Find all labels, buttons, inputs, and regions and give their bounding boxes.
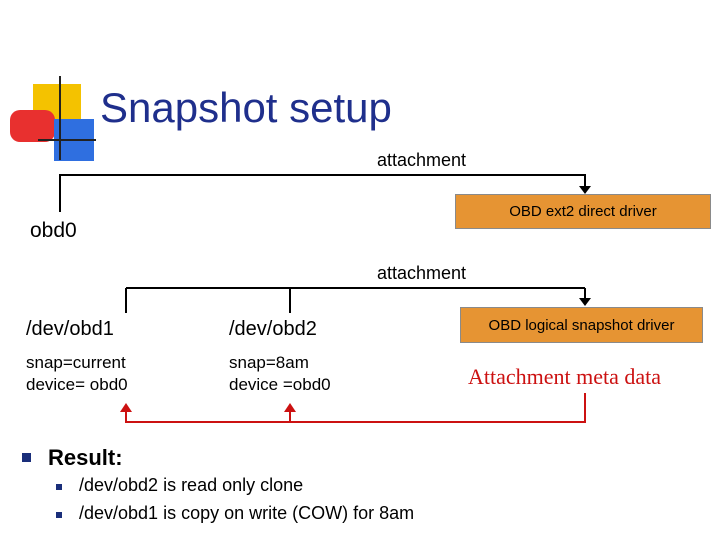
snapshot-driver-box: OBD logical snapshot driver xyxy=(460,307,703,343)
result-label: Result: xyxy=(48,445,123,470)
middle-attachment-label: attachment xyxy=(377,263,467,283)
obd2-device-line: device =obd0 xyxy=(229,375,331,394)
result-bullet-icon xyxy=(22,453,31,462)
meta-bracket-line xyxy=(125,393,586,423)
meta-arrow-obd2 xyxy=(284,403,296,412)
top-attachment-line xyxy=(59,174,586,212)
top-attachment-label: attachment xyxy=(377,150,467,170)
dev-obd1-label: /dev/obd1 xyxy=(26,318,114,340)
ext2-driver-box: OBD ext2 direct driver xyxy=(455,194,711,229)
item-bullet-icon xyxy=(56,484,62,490)
obd2-snap-line: snap=8am xyxy=(229,353,309,372)
page-title: Snapshot setup xyxy=(100,84,392,131)
meta-arrow-obd1 xyxy=(120,403,132,412)
corner-decoration xyxy=(10,76,96,161)
obd1-snap-line: snap=current xyxy=(26,353,126,372)
deco-red-square xyxy=(10,110,55,142)
dev-obd2-label: /dev/obd2 xyxy=(229,318,317,340)
result-item-2: /dev/obd1 is copy on write (COW) for 8am xyxy=(79,503,415,523)
attachment-meta-label: Attachment meta data xyxy=(468,364,662,389)
middle-arrowhead xyxy=(579,298,591,306)
item-bullet-icon xyxy=(56,512,62,518)
obd1-details: snap=current device= obd0 xyxy=(26,352,128,396)
top-arrowhead xyxy=(579,186,591,194)
result-item-1: /dev/obd2 is read only clone xyxy=(79,475,304,495)
obd1-device-line: device= obd0 xyxy=(26,375,128,394)
obd0-label: obd0 xyxy=(30,219,77,242)
obd2-details: snap=8am device =obd0 xyxy=(229,352,331,396)
